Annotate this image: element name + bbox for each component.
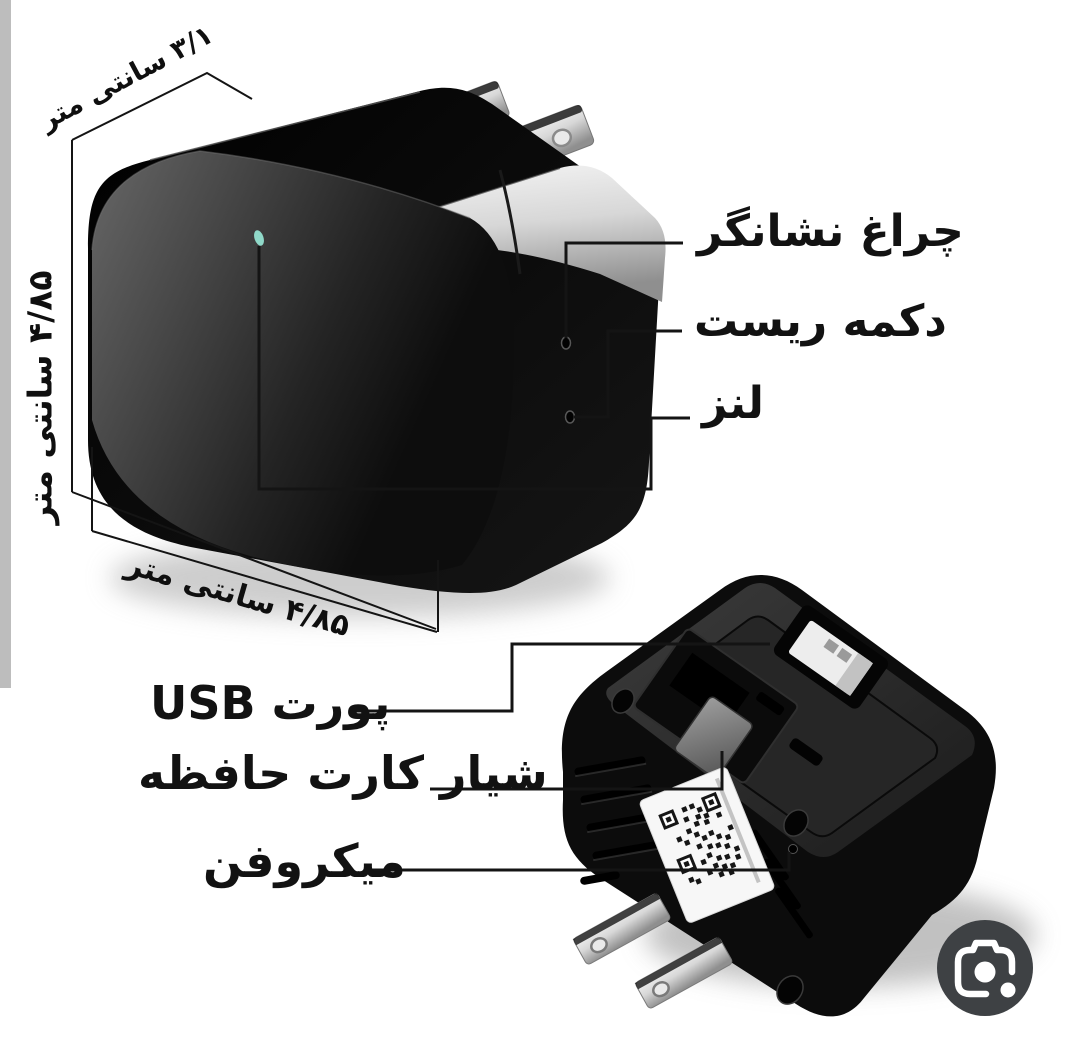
lens-led-dot [254, 230, 264, 246]
label-memory-card-slot: شیار کارت حافظه [138, 746, 548, 800]
label-usb-port: پورت USB [150, 676, 391, 730]
label-microphone: میکروفن [203, 834, 406, 888]
dimension-wireframe [71, 71, 439, 633]
reset-button-line [574, 329, 682, 419]
plug-prong-icon [572, 892, 671, 965]
reset-button-hole [564, 410, 576, 424]
microphone-line [370, 852, 791, 872]
label-indicator-light: چراغ نشانگر [697, 206, 964, 257]
callout-lines-bottom [352, 642, 791, 872]
google-lens-camera-icon [954, 939, 1016, 998]
charger-bottom-view [561, 574, 996, 1017]
memory-card-slot-line [430, 751, 724, 791]
metal-band [378, 165, 666, 302]
charger-front-face [92, 151, 515, 576]
side-slit [789, 738, 823, 766]
left-gray-strip [0, 0, 11, 688]
plug-prong-icon [634, 936, 733, 1009]
lens-line [257, 246, 690, 491]
label-reset-button: دکمه ریست [694, 296, 947, 347]
memory-card-slot [633, 628, 799, 784]
indicator-light-line [564, 241, 683, 338]
microphone-hole [788, 844, 798, 854]
google-lens-button[interactable] [937, 920, 1033, 1016]
dimension-left: ۴/۸۵ سانتی متر [20, 270, 60, 525]
charger-front-view [88, 81, 666, 594]
qr-code-icon [658, 791, 742, 885]
indicator-light-hole [560, 336, 572, 350]
screw-holes [611, 688, 809, 1005]
label-lens: لنز [702, 378, 764, 429]
callout-lines-front [257, 241, 690, 491]
usb-port-line [352, 642, 770, 713]
qr-sticker [639, 767, 775, 923]
vent-slits-left [574, 756, 665, 885]
front-horizon-highlight [91, 150, 471, 251]
usb-port [773, 605, 889, 709]
top-edge-highlight [149, 91, 421, 161]
metal-band-seam [498, 169, 522, 275]
